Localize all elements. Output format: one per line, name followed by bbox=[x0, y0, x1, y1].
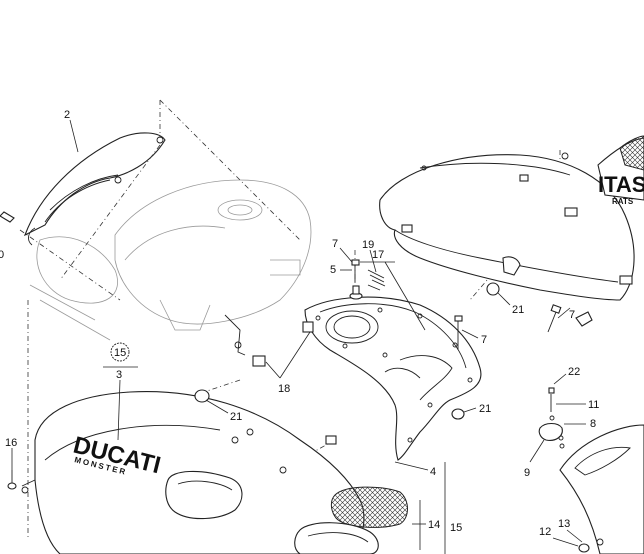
fastener-screw-7-mid bbox=[454, 315, 463, 350]
callout-16: 16 bbox=[5, 437, 17, 449]
callout-15b: 15 bbox=[450, 522, 462, 534]
leader-4 bbox=[394, 461, 429, 471]
callout-7b: 7 bbox=[481, 334, 487, 346]
callout-5: 5 bbox=[330, 264, 336, 276]
leader-7b bbox=[461, 329, 479, 339]
callout-12: 12 bbox=[539, 526, 551, 538]
side-panel-sublogo: RATS bbox=[612, 197, 634, 206]
callout-17: 17 bbox=[372, 249, 384, 261]
ghost-fuel-tank bbox=[29, 179, 312, 341]
callout-13: 13 bbox=[558, 518, 570, 530]
callout-21c: 21 bbox=[479, 403, 491, 415]
leader-3 bbox=[117, 379, 121, 441]
part-2-tank-cover bbox=[0, 132, 166, 246]
part-side-panel-right: ITAS RATS bbox=[561, 135, 644, 206]
leader-12 bbox=[552, 537, 579, 547]
callout-2: 2 bbox=[64, 109, 70, 121]
callout-22: 22 bbox=[568, 366, 580, 378]
callout-9: 9 bbox=[524, 467, 530, 479]
fastener-washer-5 bbox=[349, 285, 363, 300]
callout-8: 8 bbox=[590, 418, 596, 430]
leader-2 bbox=[69, 119, 79, 153]
leader-19 bbox=[369, 249, 377, 273]
callout-19: 19 bbox=[362, 239, 374, 251]
leader-21a bbox=[205, 399, 229, 414]
part-18-clip bbox=[224, 314, 314, 367]
part-3-side-fairing: DUCATI MONSTER bbox=[21, 390, 365, 554]
leader-22 bbox=[553, 373, 567, 385]
leader-18a bbox=[279, 331, 311, 379]
grommet-21-right bbox=[486, 282, 500, 296]
leader-9 bbox=[529, 439, 545, 463]
leader-13 bbox=[566, 529, 583, 543]
side-panel-logo: ITAS bbox=[598, 172, 644, 197]
callout-15-circle bbox=[110, 342, 130, 362]
callout-21b: 21 bbox=[512, 304, 524, 316]
callout-14: 14 bbox=[428, 519, 440, 531]
fastener-screw-7-right bbox=[547, 304, 593, 333]
leader-18b bbox=[265, 361, 281, 379]
fastener-screw-7-top bbox=[351, 259, 360, 282]
part-lower-right-cover bbox=[559, 424, 644, 554]
leader-21b bbox=[497, 292, 511, 306]
callout-21a: 21 bbox=[230, 411, 242, 423]
callout-0: 0 bbox=[0, 249, 4, 261]
callout-18: 18 bbox=[278, 383, 290, 395]
leader-7c bbox=[557, 307, 571, 319]
callout-7c: 7 bbox=[569, 309, 575, 321]
callout-11: 11 bbox=[588, 399, 599, 411]
fastener-screw-16 bbox=[7, 470, 17, 490]
hardware-cluster-22-11-8-9 bbox=[538, 387, 565, 449]
callout-3: 3 bbox=[116, 369, 122, 381]
leader-17 bbox=[384, 261, 426, 331]
grommet-21-left bbox=[194, 389, 337, 445]
grommet-21-lower bbox=[451, 408, 465, 420]
callout-15a: 15 bbox=[114, 347, 126, 359]
callout-4: 4 bbox=[430, 466, 436, 478]
part-side-panel bbox=[379, 154, 635, 301]
part-19-spring bbox=[367, 269, 386, 291]
part-17-tank-surround bbox=[304, 296, 482, 461]
leader-7a bbox=[339, 247, 353, 263]
callout-7a: 7 bbox=[332, 238, 338, 250]
part-14-mesh-grille bbox=[294, 486, 408, 554]
leader-21c bbox=[463, 407, 477, 413]
